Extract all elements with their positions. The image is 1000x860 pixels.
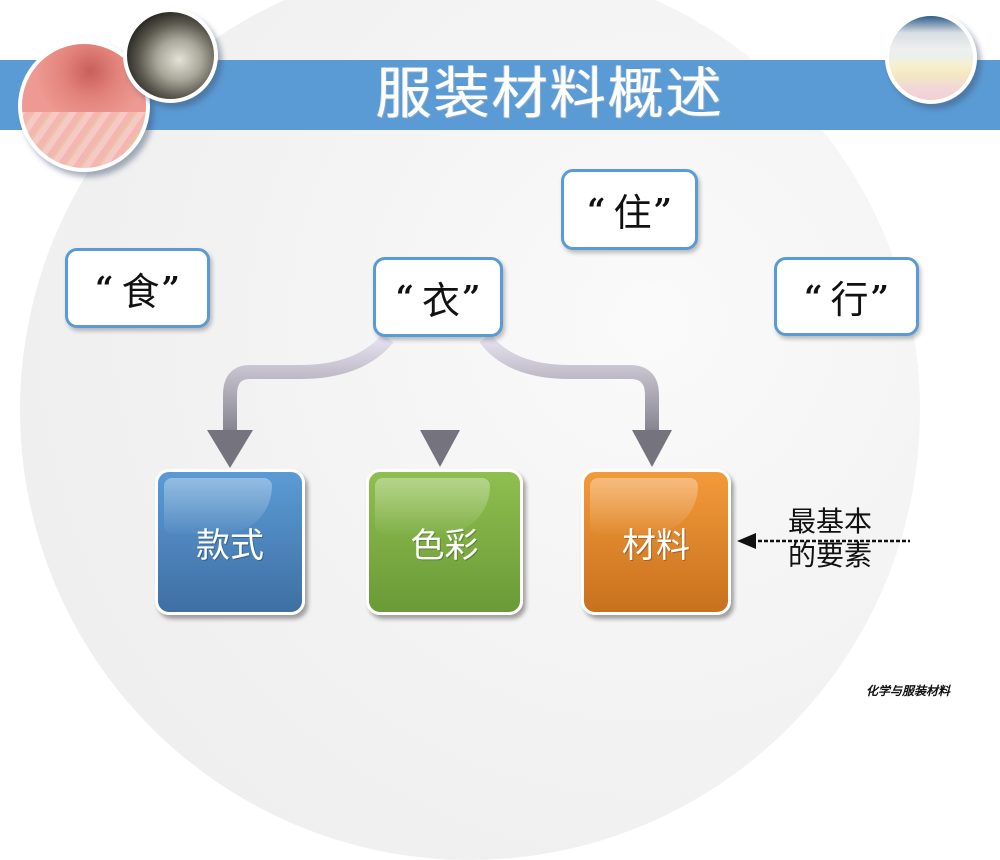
element-label-color: 色彩 <box>410 525 479 566</box>
flow-arrows <box>207 333 910 549</box>
need-box-housing: “ 住 ” <box>561 169 698 250</box>
open-quote: “ <box>587 190 606 229</box>
close-quote: ” <box>161 269 180 307</box>
need-char-food: 食 <box>121 269 160 314</box>
element-tile-style: 款式 <box>155 469 305 615</box>
open-quote: “ <box>395 278 414 316</box>
arrow-heads <box>207 430 672 468</box>
close-quote: ” <box>870 277 889 316</box>
arrow-head-left-icon <box>207 430 253 468</box>
need-char-travel: 行 <box>830 278 869 322</box>
need-char-clothing: 衣 <box>421 278 460 323</box>
dashed-pointer-arrow <box>737 533 910 549</box>
annotation-line-1: 最基本 <box>787 505 872 538</box>
open-quote: “ <box>95 269 114 307</box>
arrow-shafts <box>223 333 659 440</box>
arrow-head-right-icon <box>632 430 672 467</box>
need-box-clothing: “ 衣 ” <box>373 257 503 337</box>
element-label-style: 款式 <box>196 525 264 566</box>
basic-element-annotation: 最基本 的要素 <box>775 505 885 573</box>
close-quote: ” <box>462 278 481 316</box>
open-quote: “ <box>804 277 823 316</box>
element-tile-color: 色彩 <box>366 469 523 615</box>
element-label-material: 材料 <box>622 525 690 566</box>
arrow-left-icon <box>737 533 756 549</box>
close-quote: ” <box>653 190 672 229</box>
need-box-food: “ 食 ” <box>65 248 210 328</box>
footer-course-title: 化学与服装材料 <box>866 684 951 698</box>
annotation-line-2: 的要素 <box>787 539 872 572</box>
need-char-housing: 住 <box>613 191 652 235</box>
element-tile-material: 材料 <box>581 469 731 615</box>
cotton-fiber-photo <box>123 8 218 103</box>
arrow-head-middle-icon <box>420 430 460 467</box>
background-circle <box>20 0 920 860</box>
need-box-travel: “ 行 ” <box>774 257 919 336</box>
slide-title: 服装材料概述 <box>376 62 724 127</box>
folded-towels-photo <box>885 12 977 104</box>
